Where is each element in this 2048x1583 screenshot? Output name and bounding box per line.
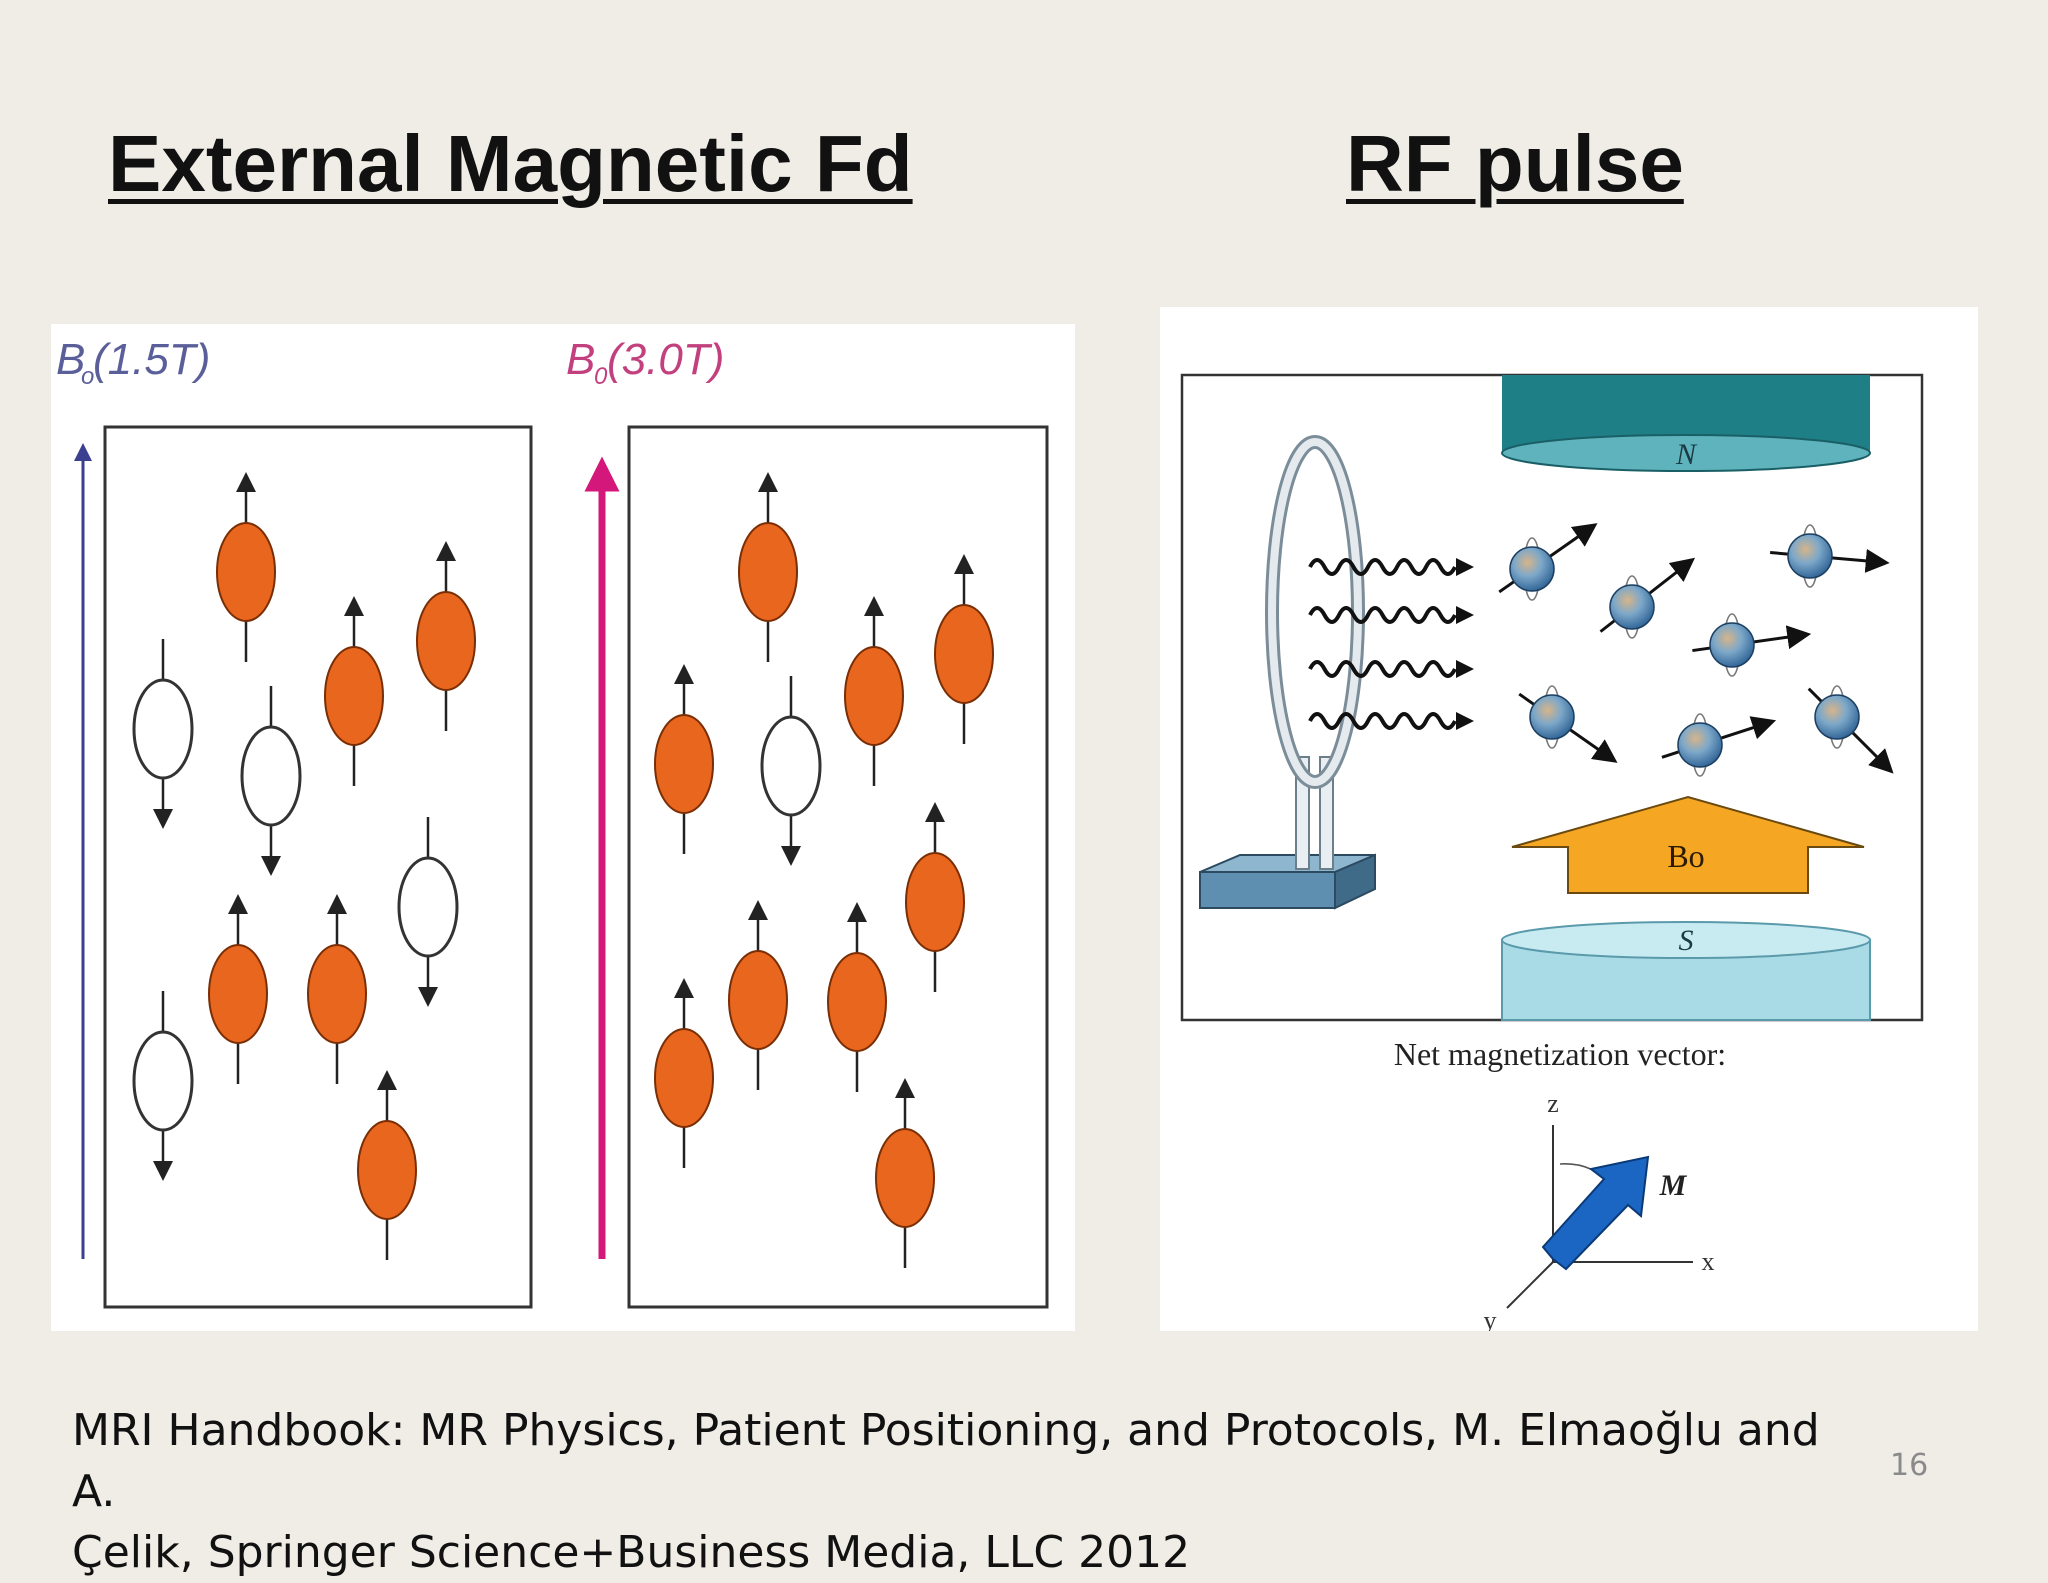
rf-wave — [1308, 558, 1457, 576]
title-external-magnetic-field: External Magnetic Fd — [108, 119, 913, 208]
aligned-spin — [216, 472, 276, 662]
rf-wave — [1308, 660, 1457, 678]
svg-text:y: y — [1484, 1306, 1497, 1331]
anti-aligned-spin — [132, 639, 194, 829]
proton — [1661, 713, 1777, 777]
svg-text:Bo: Bo — [1667, 838, 1704, 874]
rf-waves — [1308, 558, 1474, 730]
spin-alignment-figure: B o (1.5T) B 0 (3.0T) — [51, 324, 1075, 1331]
field-label-3-0T: B 0 (3.0T) — [566, 335, 724, 390]
svg-text:B: B — [566, 335, 595, 384]
svg-text:B: B — [56, 335, 85, 384]
page-number: 16 — [1890, 1448, 1929, 1483]
anti-aligned-spin — [397, 817, 459, 1007]
rf-wave — [1308, 712, 1457, 730]
svg-text:z: z — [1547, 1089, 1559, 1118]
rf-wave — [1308, 606, 1457, 624]
aligned-spin — [738, 472, 798, 662]
spin-box-1-5T — [103, 425, 533, 1309]
aligned-spin — [844, 596, 904, 786]
field-arrow-bo: Bo — [1511, 795, 1865, 894]
anti-aligned-spin — [132, 991, 194, 1181]
aligned-spin — [905, 802, 965, 992]
proton — [1770, 524, 1890, 588]
title-rf-pulse: RF pulse — [1346, 119, 1684, 208]
citation-line-1: MRI Handbook: MR Physics, Patient Positi… — [72, 1405, 1820, 1517]
anti-aligned-spin — [760, 676, 822, 866]
svg-text:(3.0T): (3.0T) — [607, 335, 724, 384]
proton — [1599, 557, 1696, 639]
proton — [1692, 613, 1812, 677]
spins-3-0T — [654, 472, 994, 1268]
north-magnet: N — [1501, 375, 1871, 472]
citation-line-2: Çelik, Springer Science+Business Media, … — [72, 1527, 1191, 1578]
aligned-spin — [934, 554, 994, 744]
aligned-spin — [307, 894, 367, 1084]
net-magnetization-caption: Net magnetization vector: — [1394, 1036, 1726, 1072]
proton — [1807, 685, 1894, 774]
spins-1-5T — [132, 472, 476, 1260]
rf-coil — [1199, 435, 1376, 910]
precessing-protons — [1498, 523, 1894, 777]
anti-aligned-spin — [240, 686, 302, 876]
svg-text:N: N — [1675, 438, 1698, 471]
south-magnet: S — [1501, 921, 1871, 1021]
svg-text:M: M — [1659, 1169, 1688, 1202]
svg-text:o: o — [81, 363, 94, 390]
rf-pulse-figure: N S Bo Net magnetization vector: — [1160, 307, 1978, 1331]
citation: MRI Handbook: MR Physics, Patient Positi… — [72, 1400, 1832, 1583]
field-label-1-5T: B o (1.5T) — [56, 335, 210, 390]
aligned-spin — [654, 664, 714, 854]
aligned-spin — [827, 902, 887, 1092]
aligned-spin — [875, 1078, 935, 1268]
net-magnetization-vector: M — [1541, 1155, 1688, 1271]
aligned-spin — [208, 894, 268, 1084]
proton — [1498, 523, 1598, 601]
aligned-spin — [357, 1070, 417, 1260]
aligned-spin — [728, 900, 788, 1090]
svg-text:(1.5T): (1.5T) — [93, 335, 210, 384]
spin-box-3-0T — [627, 425, 1049, 1309]
aligned-spin — [324, 596, 384, 786]
svg-text:x: x — [1702, 1247, 1715, 1276]
aligned-spin — [654, 978, 714, 1168]
aligned-spin — [416, 541, 476, 731]
svg-text:S: S — [1679, 924, 1694, 957]
svg-text:0: 0 — [594, 363, 608, 390]
proton — [1518, 685, 1618, 763]
